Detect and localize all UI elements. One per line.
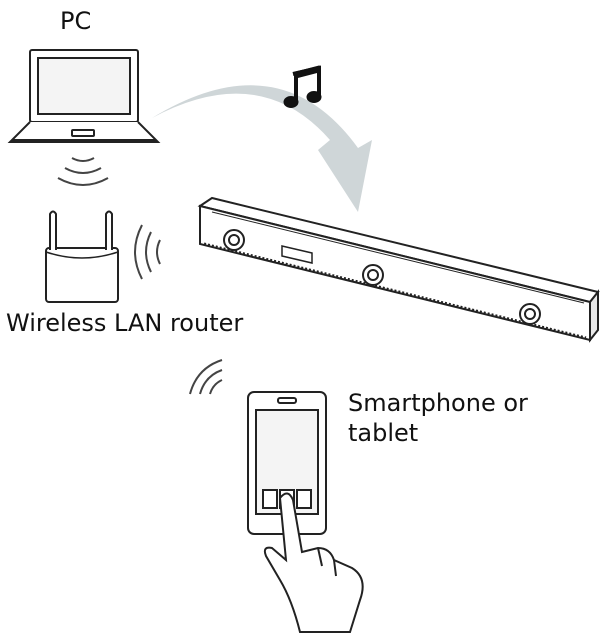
laptop-icon	[7, 49, 161, 143]
soundbar-icon	[197, 196, 600, 343]
smartphone-label: Smartphone or tablet	[348, 388, 528, 448]
audio-stream-arrow	[152, 85, 372, 212]
pc-label: PC	[60, 7, 92, 35]
router-icon	[45, 210, 119, 303]
wifi-waves-icon	[134, 224, 161, 280]
smartphone-label-line2: tablet	[348, 419, 419, 447]
router-label: Wireless LAN router	[6, 309, 244, 337]
music-note-icon	[283, 65, 322, 108]
smartphone-label-line1: Smartphone or	[348, 389, 528, 417]
hand-icon	[263, 492, 364, 633]
wifi-waves-icon	[189, 359, 223, 395]
wifi-waves-icon	[57, 157, 109, 186]
smartphone-icon	[247, 391, 327, 535]
